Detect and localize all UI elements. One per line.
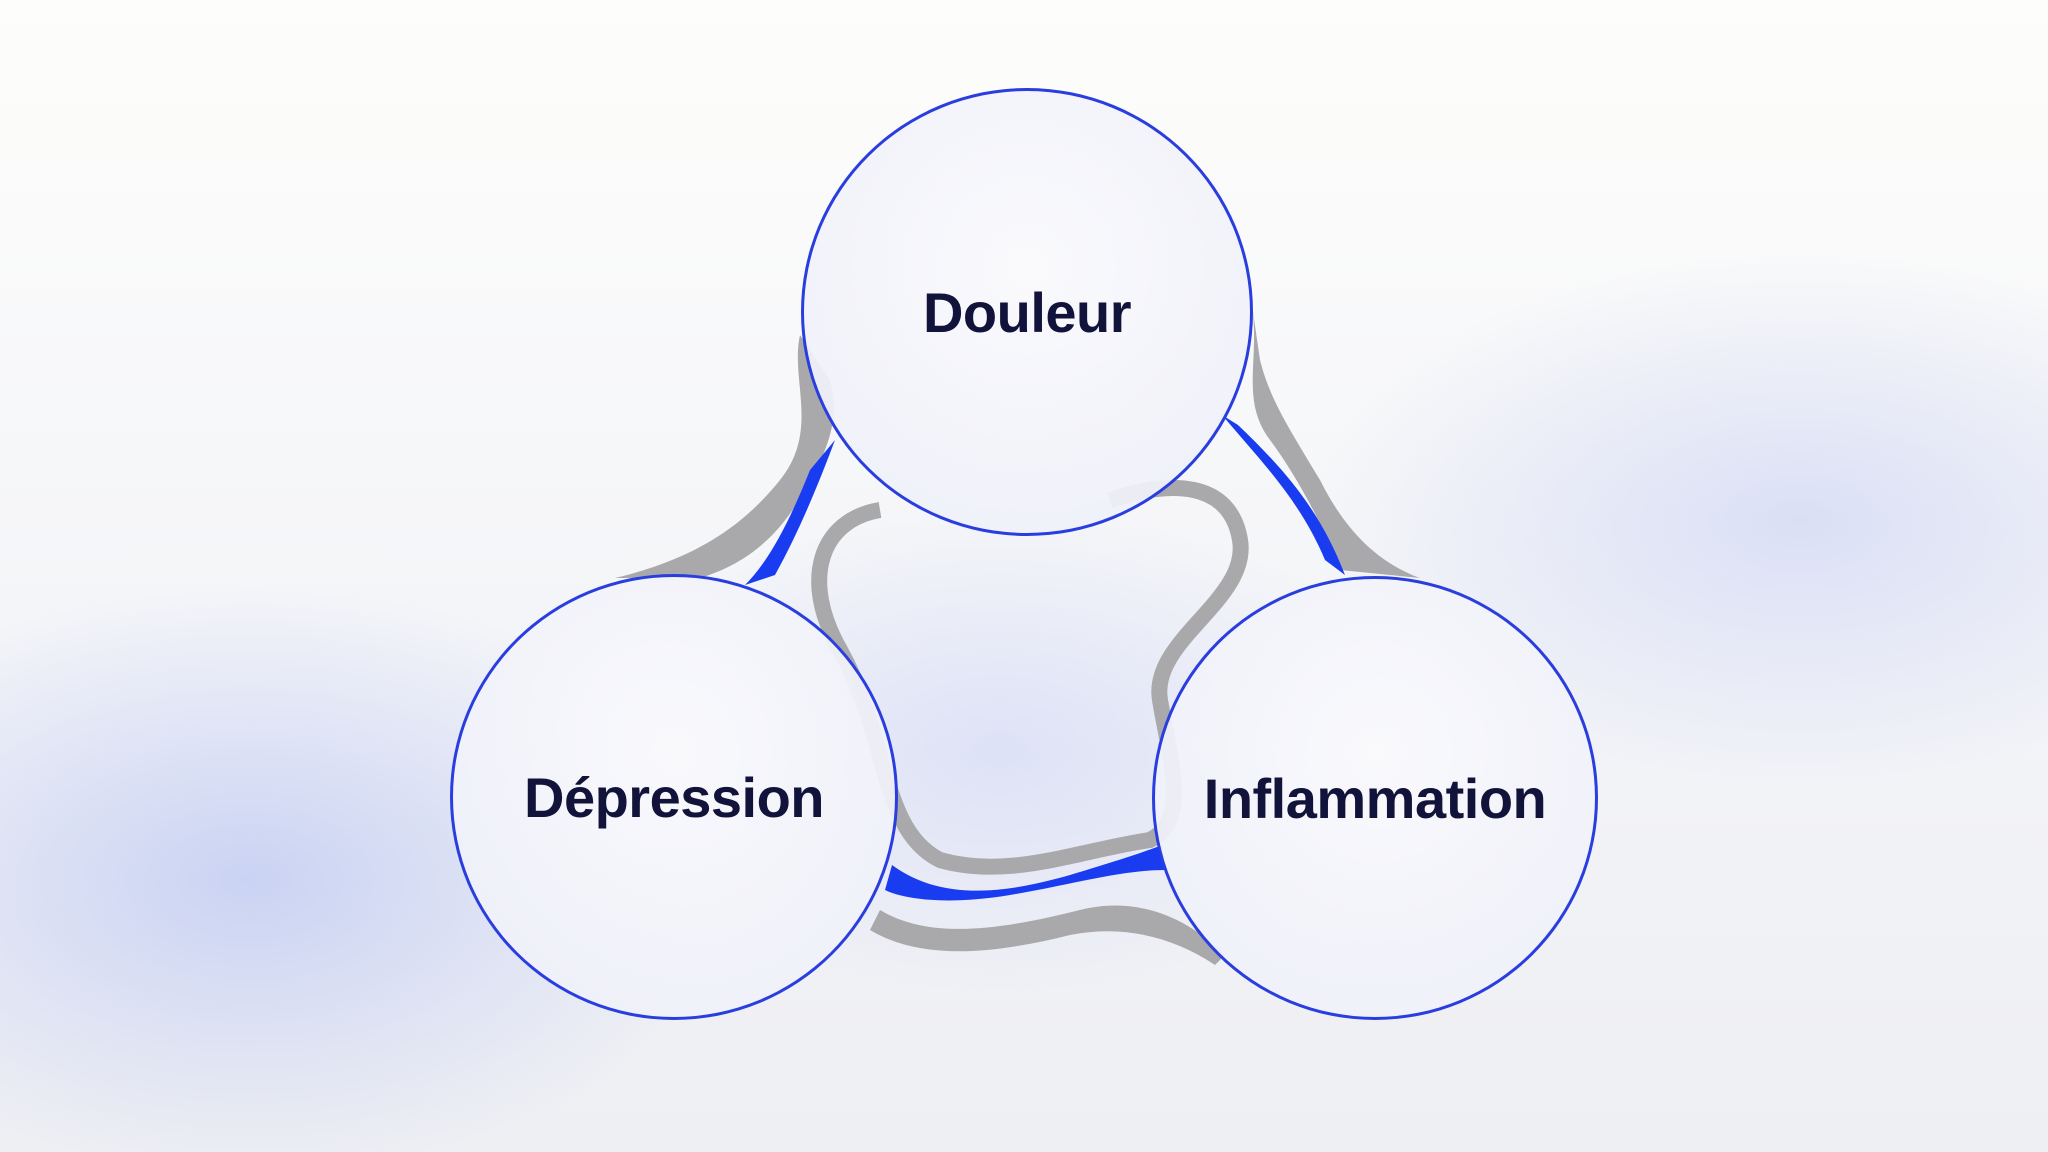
node-depression: Dépression [450, 574, 898, 1020]
node-label: Douleur [922, 280, 1132, 344]
connector-shadow-bottom [870, 905, 1225, 965]
connector-top-left [745, 440, 835, 585]
node-inflammation: Inflammation [1152, 576, 1598, 1020]
connector-shadow-top-left [615, 335, 834, 578]
node-douleur: Douleur [801, 88, 1253, 536]
connector-shadow-top-right [1252, 305, 1420, 578]
connector-top-right [1222, 415, 1345, 575]
connector-bottom [885, 845, 1165, 901]
node-label: Inflammation [1203, 766, 1547, 830]
node-label: Dépression [524, 765, 825, 829]
